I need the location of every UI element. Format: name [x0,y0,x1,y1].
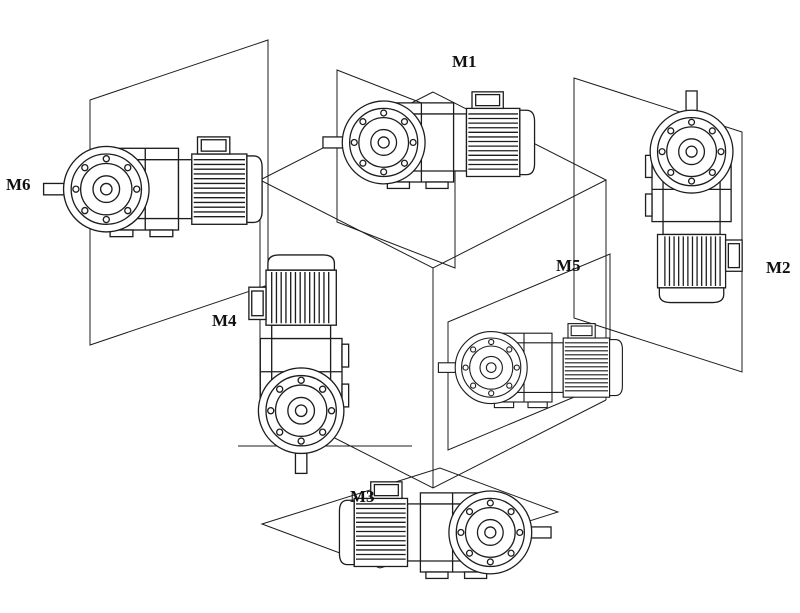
gearmotor-m5 [437,323,623,409]
label-m2: M2 [766,258,791,277]
gearmotor-m2 [644,90,743,304]
label-m4: M4 [212,311,237,330]
label-m1: M1 [452,52,477,71]
label-m5: M5 [556,256,581,275]
gearmotor-m1 [322,91,536,190]
gearmotor-m6 [42,136,263,238]
gearmotor-m4 [248,254,350,475]
label-m3: M3 [350,487,375,506]
label-m6: M6 [6,175,31,194]
